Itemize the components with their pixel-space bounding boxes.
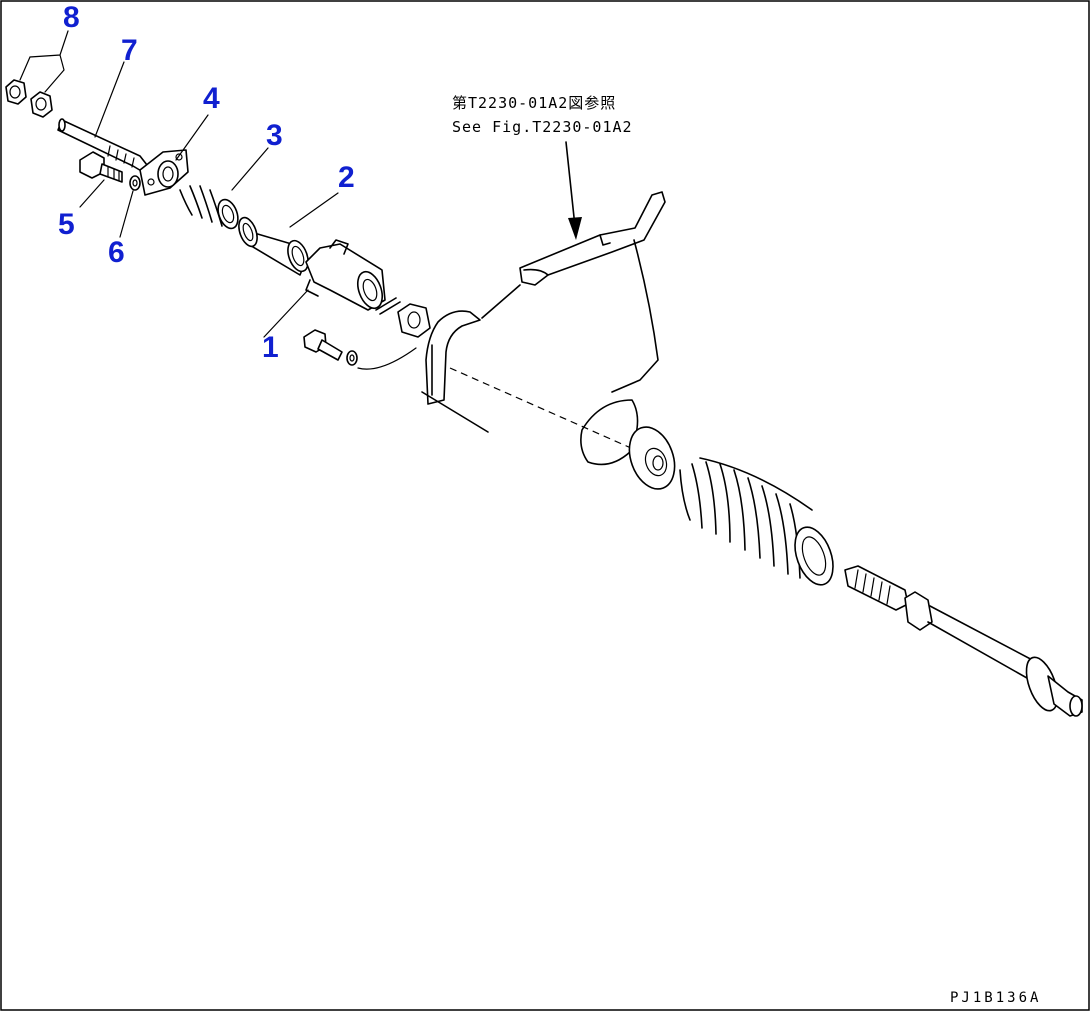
pedal-lever-assembly (357, 191, 666, 466)
main-spring (679, 457, 834, 586)
leader-5 (79, 179, 105, 208)
part-3-spring (179, 185, 239, 230)
part-8-nuts (5, 79, 53, 118)
pin-and-nut (375, 297, 431, 338)
leader-2 (289, 192, 339, 228)
callout-4: 4 (203, 82, 220, 115)
callout-6: 6 (108, 236, 125, 269)
callout-2: 2 (338, 161, 355, 194)
part-4-flange (139, 149, 189, 196)
callout-5: 5 (58, 208, 75, 241)
drawing-code: PJ1B136A (950, 990, 1041, 1006)
callout-8: 8 (63, 1, 80, 34)
callout-7: 7 (121, 34, 138, 67)
leader-4 (175, 114, 209, 161)
lower-bolt-and-washer (303, 329, 358, 366)
reference-arrow-head (568, 217, 582, 240)
leader-1 (263, 289, 309, 338)
leader-8 (19, 30, 69, 93)
center-axis (449, 367, 641, 453)
leader-6 (119, 190, 134, 238)
leader-7 (94, 61, 125, 138)
leader-3 (231, 147, 269, 191)
part-1-housing (305, 239, 386, 311)
callout-3: 3 (266, 119, 283, 152)
part-2-tube (238, 216, 309, 276)
callout-1: 1 (262, 331, 279, 364)
part-5-bolt (79, 151, 123, 183)
spring-seat (628, 426, 676, 490)
reference-text-jp: 第T2230-01A2図参照 (452, 94, 616, 112)
part-6-washer (129, 175, 141, 191)
reference-text-en: See Fig.T2230-01A2 (452, 118, 633, 136)
push-rod (844, 565, 1083, 717)
